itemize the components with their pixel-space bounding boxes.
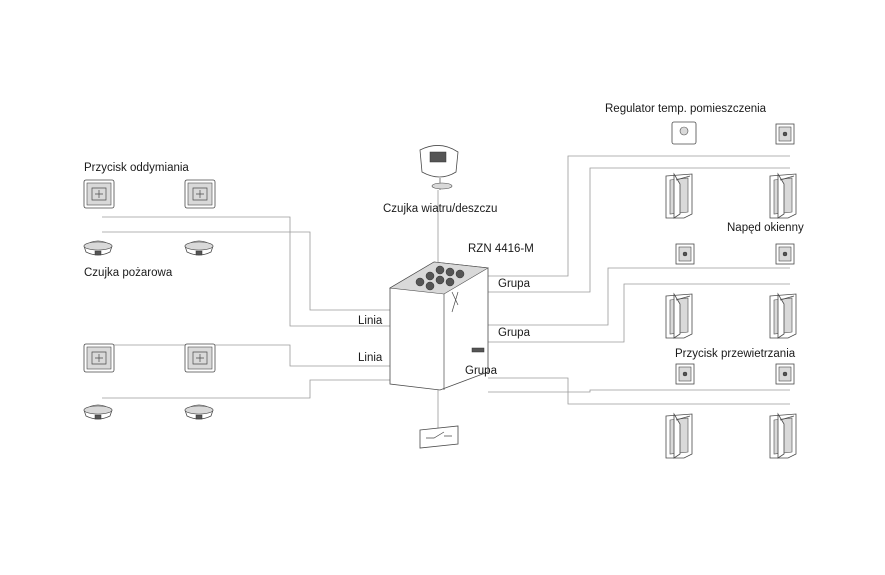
vent-button-icon bbox=[675, 363, 695, 385]
room-temp-regulator-icon bbox=[671, 121, 697, 145]
window-drive-label: Napęd okienny bbox=[727, 222, 804, 234]
smoke-button-icon bbox=[184, 179, 216, 209]
panel-icon bbox=[775, 123, 795, 145]
window-drive-icon bbox=[665, 413, 693, 459]
vent-button-icon bbox=[775, 363, 795, 385]
controller-label: RZN 4416-M bbox=[468, 243, 534, 255]
window-drive-icon bbox=[769, 413, 797, 459]
group-label-3: Grupa bbox=[465, 365, 498, 377]
room-temp-regulator-label: Regulator temp. pomieszczenia bbox=[605, 103, 767, 115]
group-label-1: Grupa bbox=[498, 278, 531, 290]
window-drive-icon bbox=[769, 293, 797, 339]
panel-icon bbox=[775, 243, 795, 265]
window-drive-icon bbox=[665, 293, 693, 339]
smoke-button-icon bbox=[83, 179, 115, 209]
group-label-2: Grupa bbox=[498, 327, 531, 339]
line-label-1: Linia bbox=[358, 315, 383, 327]
switch-icon bbox=[419, 425, 459, 449]
wind-rain-sensor-icon bbox=[419, 145, 459, 190]
window-drive-icon bbox=[769, 173, 797, 219]
panel-icon bbox=[675, 243, 695, 265]
smoke-button-label: Przycisk oddymiania bbox=[84, 162, 189, 174]
fire-detector-icon bbox=[184, 404, 214, 420]
wind-rain-sensor-label: Czujka wiatru/deszczu bbox=[383, 203, 497, 215]
fire-detector-label: Czujka pożarowa bbox=[84, 267, 173, 279]
fire-detector-icon bbox=[184, 240, 214, 256]
fire-detector-icon bbox=[83, 240, 113, 256]
window-drive-icon bbox=[665, 173, 693, 219]
controller-box-icon bbox=[389, 261, 489, 391]
smoke-button-icon bbox=[83, 343, 115, 373]
vent-button-label: Przycisk przewietrzania bbox=[675, 348, 796, 360]
smoke-button-icon bbox=[184, 343, 216, 373]
fire-detector-icon bbox=[83, 404, 113, 420]
line-label-2: Linia bbox=[358, 352, 383, 364]
